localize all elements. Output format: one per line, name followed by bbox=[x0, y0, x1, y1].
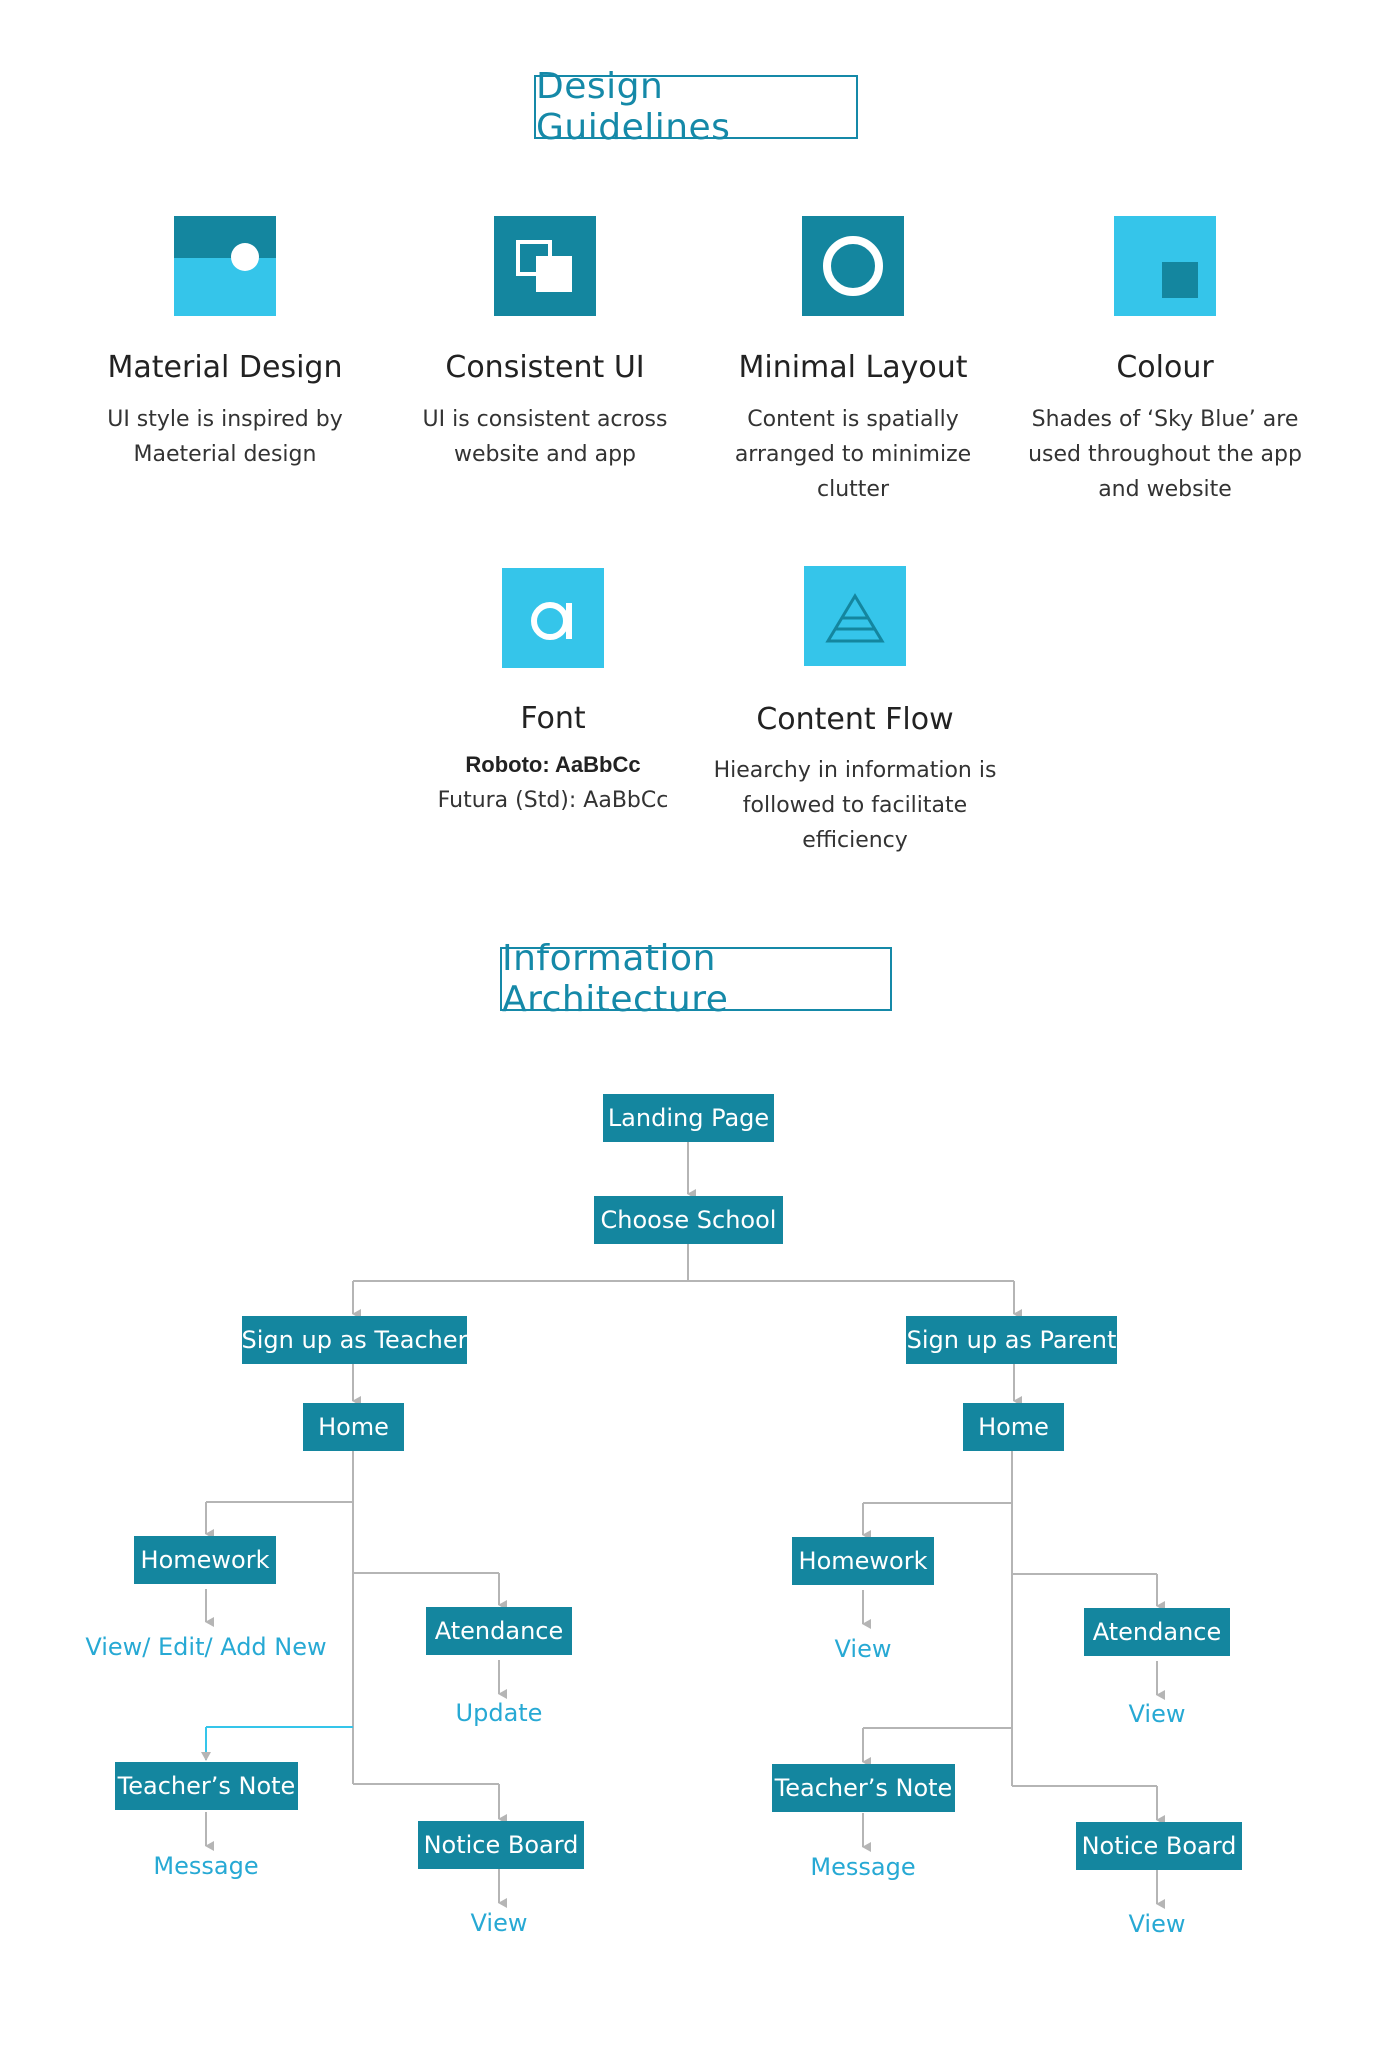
letter-a-icon bbox=[502, 568, 604, 668]
node-teacher-attendance: Atendance bbox=[426, 1607, 572, 1655]
node-parent-home: Home bbox=[963, 1403, 1064, 1451]
desc-line: Hiearchy in information is bbox=[713, 758, 997, 783]
leaf-teacher-note-message: Message bbox=[153, 1852, 259, 1880]
leaf-parent-notice-view: View bbox=[1128, 1910, 1186, 1938]
desc-line: and website bbox=[1098, 477, 1232, 502]
font-sample-futura: Futura (Std): AaBbCc bbox=[437, 788, 669, 813]
leaf-teacher-notice-view: View bbox=[470, 1909, 528, 1937]
node-parent-notice-board: Notice Board bbox=[1076, 1822, 1242, 1870]
node-parent-note: Teacher’s Note bbox=[772, 1764, 955, 1812]
layers-icon bbox=[494, 216, 596, 316]
desc-line: clutter bbox=[817, 477, 889, 502]
guideline-desc-content-flow: Hiearchy in information is followed to f… bbox=[705, 753, 1005, 858]
desc-line: followed to facilitate bbox=[742, 793, 968, 818]
circle-icon bbox=[802, 216, 904, 316]
guideline-title-consistent-ui: Consistent UI bbox=[445, 350, 645, 385]
guideline-title-colour: Colour bbox=[1116, 350, 1214, 385]
desc-line: Content is spatially bbox=[747, 407, 959, 432]
guideline-title-font: Font bbox=[520, 701, 586, 736]
desc-line: efficiency bbox=[802, 828, 908, 853]
desc-line: Maeterial design bbox=[133, 442, 317, 467]
desc-line: website and app bbox=[453, 442, 636, 467]
node-parent-homework: Homework bbox=[792, 1537, 934, 1585]
pyramid-icon bbox=[804, 566, 906, 666]
leaf-teacher-attendance-update: Update bbox=[455, 1699, 543, 1727]
guideline-desc-consistent-ui: UI is consistent across website and app bbox=[395, 402, 695, 472]
node-choose-school: Choose School bbox=[594, 1196, 783, 1244]
node-teacher-home: Home bbox=[303, 1403, 404, 1451]
leaf-parent-homework-view: View bbox=[834, 1635, 892, 1663]
desc-line: UI style is inspired by bbox=[107, 407, 343, 432]
node-teacher-notice-board: Notice Board bbox=[418, 1821, 584, 1869]
node-parent-attendance: Atendance bbox=[1084, 1608, 1230, 1656]
guideline-desc-material-design: UI style is inspired by Maeterial design bbox=[75, 402, 375, 472]
node-sign-up-teacher: Sign up as Teacher bbox=[242, 1316, 468, 1364]
node-sign-up-parent: Sign up as Parent bbox=[906, 1316, 1117, 1364]
desc-line: arranged to minimize bbox=[734, 442, 972, 467]
leaf-parent-attendance-view: View bbox=[1128, 1700, 1186, 1728]
font-sample-roboto: Roboto: AaBbCc bbox=[465, 752, 641, 777]
node-landing-page: Landing Page bbox=[603, 1094, 774, 1142]
square-icon bbox=[1114, 216, 1216, 316]
guideline-title-material-design: Material Design bbox=[107, 350, 343, 385]
node-teacher-homework: Homework bbox=[134, 1536, 276, 1584]
guideline-desc-colour: Shades of ‘Sky Blue’ are used throughout… bbox=[1015, 402, 1315, 507]
leaf-parent-note-message: Message bbox=[810, 1853, 916, 1881]
image-icon bbox=[174, 216, 276, 316]
desc-line: UI is consistent across bbox=[422, 407, 668, 432]
desc-line: used throughout the app bbox=[1028, 442, 1302, 467]
node-teacher-note: Teacher’s Note bbox=[115, 1762, 298, 1810]
leaf-teacher-homework-view-edit-add: View/ Edit/ Add New bbox=[85, 1633, 327, 1661]
guideline-title-minimal-layout: Minimal Layout bbox=[738, 350, 968, 385]
guideline-title-content-flow: Content Flow bbox=[756, 702, 954, 737]
guideline-desc-minimal-layout: Content is spatially arranged to minimiz… bbox=[703, 402, 1003, 507]
desc-line: Shades of ‘Sky Blue’ are bbox=[1031, 407, 1299, 432]
